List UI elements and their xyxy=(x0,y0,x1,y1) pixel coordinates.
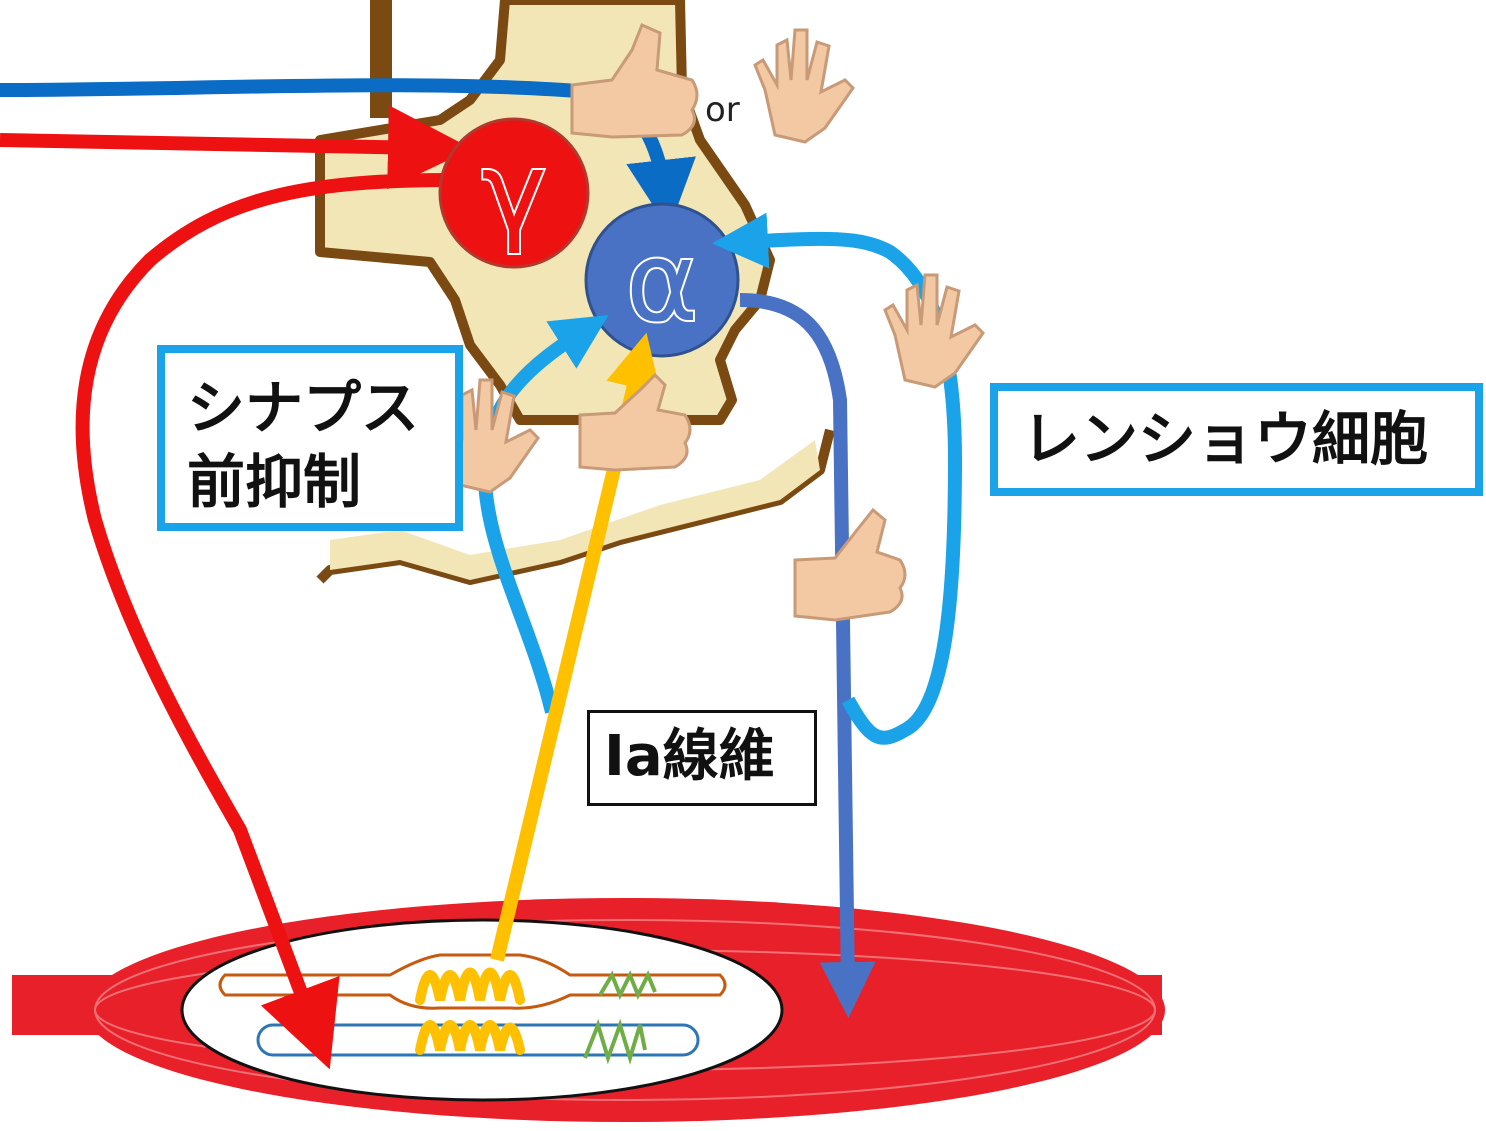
open-palm-hand-icon xyxy=(883,273,985,389)
presynaptic-inhibition-label: シナプス 前抑制 xyxy=(157,345,463,531)
muscle-fiber-line xyxy=(94,919,1156,1101)
gamma-motor-neuron: γ xyxy=(438,117,590,269)
alpha-motor-axon-arrow xyxy=(739,293,876,1018)
nuclear-chain-fiber xyxy=(256,1023,700,1057)
alpha-neuron-label: α xyxy=(626,218,699,346)
secondary-ending-upper xyxy=(598,970,657,1000)
thumbs-up-hand-icon xyxy=(793,507,907,622)
muscle-spindle-capsule xyxy=(180,918,784,1102)
presynaptic-label-line2: 前抑制 xyxy=(187,448,362,516)
gamma-pathway xyxy=(0,105,472,1070)
presynaptic-label-line1: シナプス xyxy=(187,374,420,442)
thumbs-up-hand-icon xyxy=(570,22,699,139)
gamma-motor-fiber-arrow xyxy=(75,173,451,1070)
renshaw-loop-arrow xyxy=(712,212,963,745)
muscle xyxy=(12,898,1165,1122)
gamma-neuron-label: γ xyxy=(481,128,546,256)
renshaw-cell-label: レンショウ細胞 xyxy=(990,383,1483,496)
spinal-cord-stub xyxy=(370,0,392,118)
alpha-motor-neuron: α xyxy=(584,202,740,358)
or-label: or xyxy=(705,90,740,130)
alpha-neuron-body xyxy=(584,202,740,358)
spinal-cord-fill-lower xyxy=(330,440,820,580)
nuclear-bag-fiber xyxy=(218,953,727,1010)
secondary-ending-lower xyxy=(583,1018,647,1065)
gamma-descending-input-arrow xyxy=(0,105,472,190)
open-palm-hand-icon xyxy=(753,28,855,144)
gamma-neuron-body xyxy=(438,117,590,269)
ia-fiber-label: Ia線維 xyxy=(587,710,817,806)
ia-annulospiral-ending xyxy=(415,967,525,1055)
thumbs-up-hand-icon xyxy=(578,372,692,472)
